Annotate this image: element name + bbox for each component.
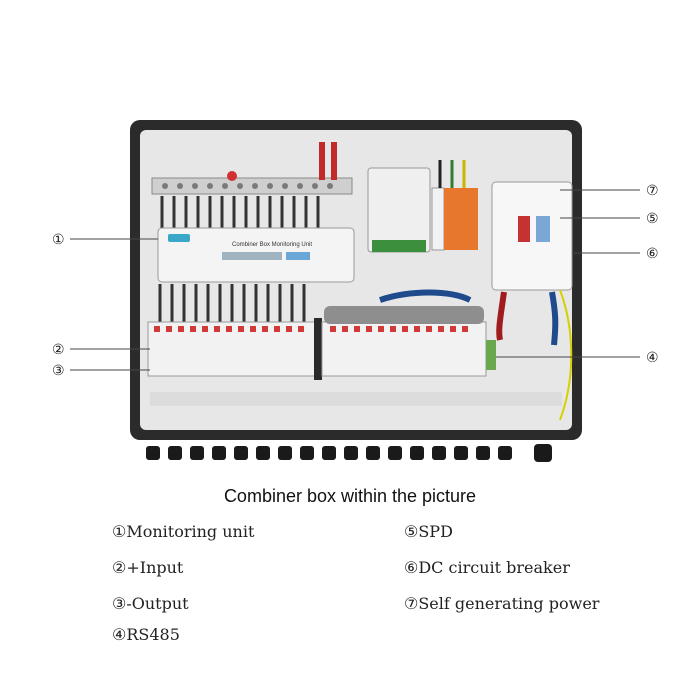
callout-1: ①: [52, 232, 65, 248]
callout-2: ②: [52, 342, 65, 358]
bottom-label-strip: [150, 392, 562, 406]
spd-base: [431, 187, 445, 251]
cable-bundle: [324, 306, 484, 324]
fuse-bank-divider: [314, 318, 322, 380]
rs485-terminal: [486, 340, 496, 370]
callout-7: ⑦: [646, 183, 659, 199]
power-module: [367, 167, 431, 253]
monitor-title: Combiner Box Monitoring Unit: [232, 242, 312, 248]
spd-wires: [438, 160, 466, 188]
legend-spd: ⑤SPD: [404, 522, 453, 541]
callout-3: ③: [52, 363, 65, 379]
fuse-red-tabs-left: [154, 326, 304, 332]
legend-rs485: ④RS485: [112, 625, 180, 644]
monitor-leds: [286, 252, 310, 260]
power-module-terminal: [372, 240, 426, 252]
red-cables-top: [319, 142, 337, 180]
callout-5: ⑤: [646, 211, 659, 227]
red-indicator: [227, 171, 237, 181]
spd-module: [444, 188, 478, 250]
legend-monitoring-unit: ①Monitoring unit: [112, 522, 255, 541]
legend-negative-output: ③-Output: [112, 594, 189, 613]
breaker-cables: [496, 291, 559, 346]
top-wires: [160, 196, 320, 228]
fuse-red-tabs-right: [330, 326, 468, 332]
callout-6: ⑥: [646, 246, 659, 262]
cable-glands: [146, 444, 552, 462]
monitor-logo: [168, 234, 190, 242]
leader-lines: [70, 189, 640, 371]
callout-4: ④: [646, 350, 659, 366]
busbar-terminals: [162, 183, 333, 189]
yellow-ground-wire: [559, 289, 573, 421]
dc-breaker-handle: [518, 216, 530, 242]
legend-self-generating-power: ⑦Self generating power: [404, 594, 600, 613]
blue-cable: [379, 289, 472, 303]
fuse-wires: [158, 284, 306, 322]
dc-breaker-label: [536, 216, 550, 242]
legend-dc-circuit-breaker: ⑥DC circuit breaker: [404, 558, 570, 577]
dc-breaker: [491, 181, 573, 291]
legend-positive-input: ②+Input: [112, 558, 184, 577]
combiner-box-photo: Combiner Box Monitoring Unit: [52, 120, 659, 462]
figure-caption: Combiner box within the picture: [223, 486, 477, 506]
monitor-terminal-strip: [222, 252, 282, 260]
